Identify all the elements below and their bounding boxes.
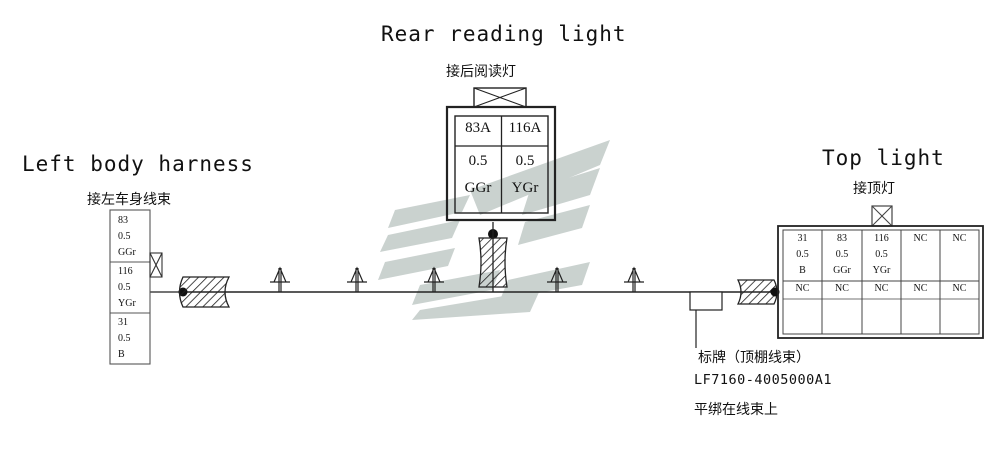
top-light-connector xyxy=(777,205,984,339)
left-pin-1-gauge: 0.5 xyxy=(118,231,131,242)
left-pin-1: 83 0.5 GGr xyxy=(110,213,150,261)
top-row2-cell-4: NC xyxy=(913,283,928,294)
left-pin-2-color: YGr xyxy=(118,298,136,309)
rear-cell-1-circuit: 83A xyxy=(465,120,491,136)
top-cell-1: 31 0.5 B xyxy=(783,231,822,279)
top-cell-2-color: GGr xyxy=(833,265,851,276)
watermark-logo xyxy=(378,140,610,320)
left-grommet xyxy=(178,276,231,308)
label-tag-line2: LF7160-4005000A1 xyxy=(694,372,833,388)
label-tag-line3: 平绑在线束上 xyxy=(694,402,778,418)
top-cell-1-color: B xyxy=(799,265,806,276)
top-light-subtitle: 接顶灯 xyxy=(853,181,895,197)
left-connector xyxy=(109,209,163,365)
left-pin-2-gauge: 0.5 xyxy=(118,282,131,293)
top-row2-cell-5: NC xyxy=(952,283,967,294)
top-cell-1-gauge: 0.5 xyxy=(796,249,809,260)
top-cell-3-color: YGr xyxy=(872,265,891,276)
top-row2-cell-1: NC xyxy=(795,283,810,294)
rear-cell-1-gauge: 0.5 xyxy=(468,153,488,169)
label-tag-marker xyxy=(689,291,723,348)
rear-cell-2-color: YGr xyxy=(511,180,539,196)
left-pin-2: 116 0.5 YGr xyxy=(110,264,150,312)
top-cell-2-circuit: 83 xyxy=(837,233,847,244)
left-harness-title: Left body harness xyxy=(22,152,254,176)
top-cell-3: 116 0.5 YGr xyxy=(862,231,901,279)
top-row2-cell-2: NC xyxy=(835,283,849,294)
rear-light-subtitle: 接后阅读灯 xyxy=(446,64,516,80)
left-harness-subtitle: 接左车身线束 xyxy=(87,192,171,208)
harness-clips xyxy=(270,266,644,292)
right-grommet xyxy=(736,279,778,305)
label-tag-line1: 标牌（顶棚线束） xyxy=(698,350,810,366)
rear-grommet xyxy=(478,237,508,288)
top-cell-2: 83 0.5 GGr xyxy=(822,231,862,279)
rear-cell-1-color: GGr xyxy=(464,180,492,196)
left-pin-3: 31 0.5 B xyxy=(110,315,150,363)
top-cell-2-gauge: 0.5 xyxy=(835,249,849,260)
left-pin-1-circuit: 83 xyxy=(118,215,128,226)
top-cell-5-circuit: NC xyxy=(952,233,967,244)
top-light-title: Top light xyxy=(822,146,945,170)
rear-cell-2-circuit: 116A xyxy=(508,120,542,136)
top-cell-5: NC xyxy=(940,231,979,247)
left-pin-3-color: B xyxy=(118,349,125,360)
left-pin-3-circuit: 31 xyxy=(118,317,128,328)
rear-light-title: Rear reading light xyxy=(381,22,627,46)
left-pin-1-color: GGr xyxy=(118,247,136,258)
left-pin-3-gauge: 0.5 xyxy=(118,333,131,344)
top-cell-3-gauge: 0.5 xyxy=(875,249,888,260)
top-cell-4: NC xyxy=(901,231,940,247)
top-cell-4-circuit: NC xyxy=(913,233,928,244)
top-cell-1-circuit: 31 xyxy=(797,233,808,244)
rear-connector xyxy=(445,87,557,222)
top-row2-cell-3: NC xyxy=(874,283,889,294)
top-cell-3-circuit: 116 xyxy=(874,233,889,244)
rear-cell-2-gauge: 0.5 xyxy=(515,153,535,169)
left-pin-2-circuit: 116 xyxy=(118,266,133,277)
